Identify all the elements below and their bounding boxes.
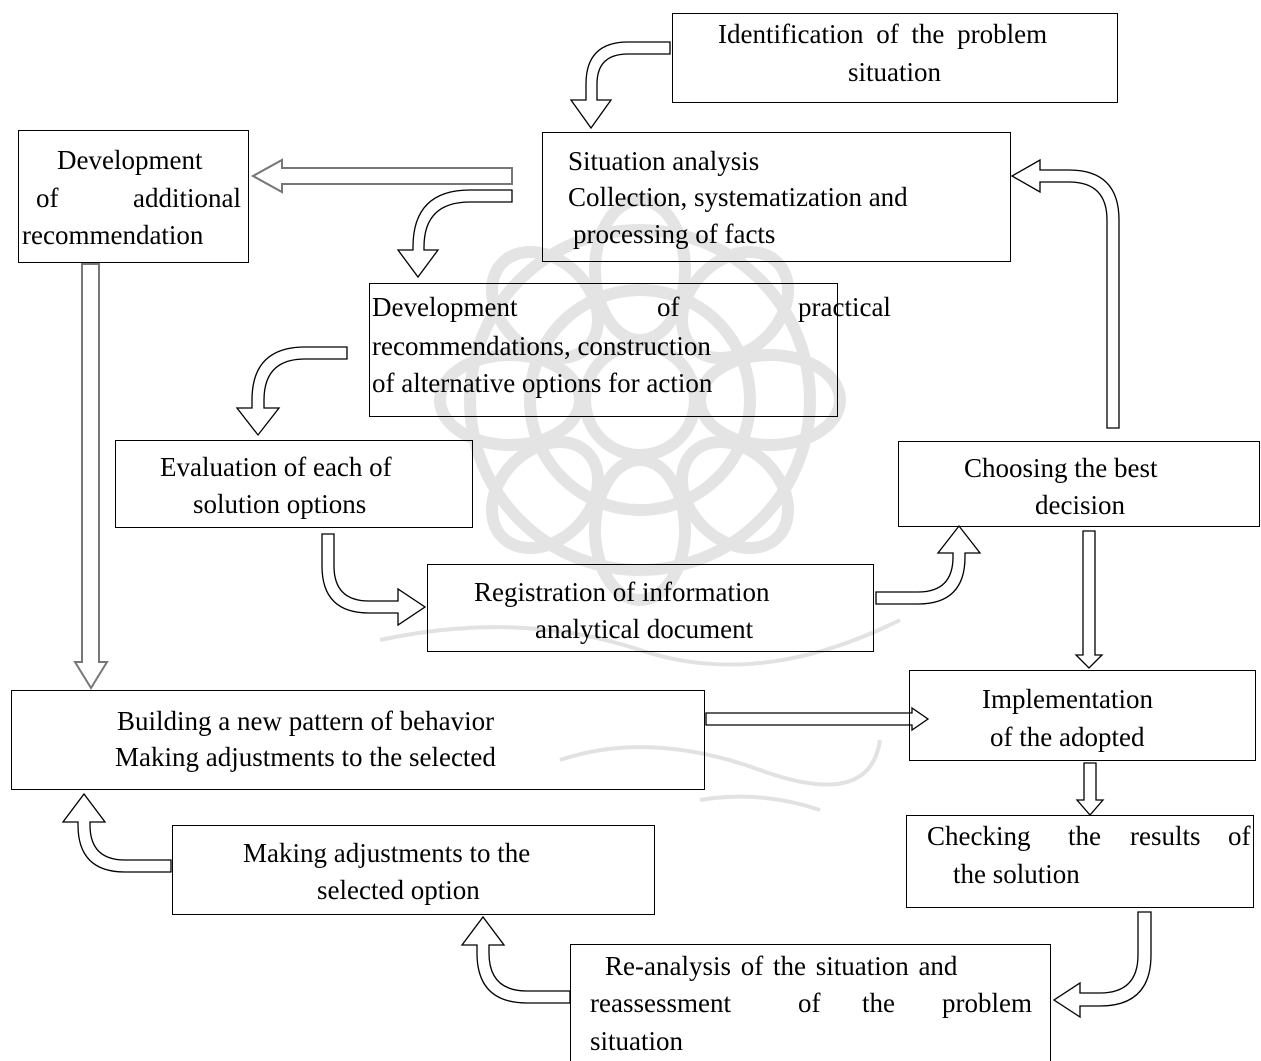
box-building: [11, 690, 705, 790]
additional-line2b: additional: [133, 183, 241, 213]
checking-line2: the solution: [953, 859, 1080, 889]
box-practical-recommendations: [369, 283, 838, 417]
checking-line1a: Checking: [927, 821, 1031, 851]
building-line2: Making adjustments to the selected: [115, 742, 496, 772]
box-checking: [906, 815, 1254, 908]
building-line1: Building a new pattern of behavior: [117, 706, 495, 736]
additional-line1: Development: [57, 145, 203, 175]
arrow-additional-to-building: [73, 263, 109, 690]
checking-line1d: of: [1228, 821, 1251, 851]
identification-line2: situation: [848, 57, 941, 87]
box-adjustments: [172, 825, 655, 915]
additional-line3: recommendation: [22, 220, 204, 250]
practical-line3: of alternative options for action: [372, 368, 713, 398]
reanalysis-line2a: reassessment: [590, 988, 731, 1018]
choosing-line2: decision: [1035, 490, 1125, 520]
box-implementation: [909, 670, 1256, 761]
box-identification: [672, 13, 1118, 103]
choosing-line1: Choosing the best: [964, 453, 1158, 483]
practical-line1c: practical: [798, 292, 891, 322]
box-evaluation: [115, 440, 473, 528]
box-situation-analysis: [542, 132, 1011, 262]
identification-line1: Identification of the problem: [718, 19, 1048, 49]
evaluation-line1: Evaluation of each of: [160, 452, 392, 482]
practical-line1a: Development: [372, 292, 518, 322]
implementation-line2: of the adopted: [990, 722, 1145, 752]
box-registration: [427, 564, 874, 652]
arrow-choosing-to-analysis: [1010, 158, 1120, 429]
arrow-registration-to-choosing: [875, 524, 982, 605]
reanalysis-line1: Re-analysis of the situation and: [605, 951, 958, 981]
adjustments-line2: selected option: [317, 875, 480, 905]
registration-line1: Registration of information: [474, 577, 770, 607]
arrow-adjustments-to-building: [61, 792, 172, 873]
box-reanalysis: [570, 944, 1051, 1061]
arrow-building-to-implementation: [705, 706, 930, 732]
arrow-analysis-to-additional: [250, 158, 513, 194]
reanalysis-line2c: the: [862, 988, 895, 1018]
additional-line2a: of: [36, 183, 59, 213]
analysis-line2: Collection, systematization and: [568, 182, 908, 212]
reanalysis-line2b: of: [798, 988, 821, 1018]
arrow-implementation-to-checking: [1075, 762, 1105, 816]
arrow-choosing-to-implementation: [1074, 530, 1104, 669]
arrow-evaluation-to-registration: [321, 533, 427, 627]
checking-line1b: the: [1068, 821, 1101, 851]
checking-line1c: results: [1130, 821, 1201, 851]
arrow-reanalysis-to-adjustments: [460, 915, 571, 1004]
arrow-practical-to-evaluation: [235, 346, 348, 437]
practical-line2: recommendations, construction: [372, 331, 711, 361]
reanalysis-line2d: problem: [942, 988, 1032, 1018]
adjustments-line1: Making adjustments to the: [243, 838, 531, 868]
evaluation-line2: solution options: [193, 489, 367, 519]
arrow-analysis-to-practical: [396, 189, 513, 279]
registration-line2: analytical document: [535, 614, 754, 644]
arrow-checking-to-reanalysis: [1052, 911, 1152, 1019]
practical-line1b: of: [657, 292, 680, 322]
box-choosing: [898, 441, 1260, 527]
analysis-line3: processing of facts: [573, 219, 776, 249]
box-additional-recommendation: [18, 130, 249, 263]
analysis-line1: Situation analysis: [568, 146, 760, 176]
implementation-line1: Implementation: [982, 684, 1153, 714]
reanalysis-line3: situation: [590, 1026, 683, 1056]
arrow-identification-to-analysis: [569, 41, 671, 130]
